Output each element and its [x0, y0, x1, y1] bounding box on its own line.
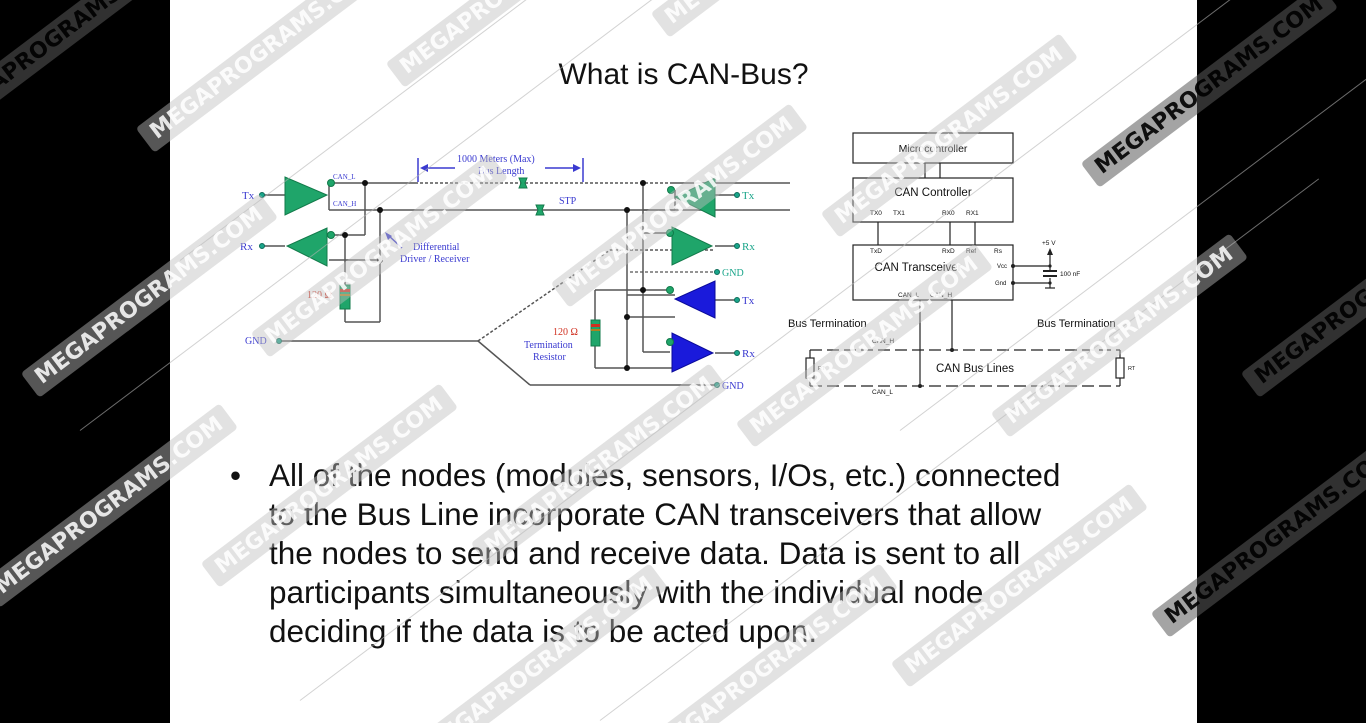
bus-termination-right-label: Bus Termination	[1037, 318, 1116, 330]
label-diff-1: Differential	[413, 242, 460, 253]
pin-rs: Rs	[994, 248, 1003, 255]
pin-rx0: RX0	[942, 210, 955, 217]
label-rx-right-top: Rx	[742, 241, 755, 253]
label-tx-right-top: Tx	[742, 190, 755, 202]
right-termination-resistor	[1115, 357, 1125, 379]
can-physical-layer-diagram: Tx Rx CAN_L CAN_H 1000 Meters (Max) Bus …	[240, 154, 790, 392]
label-can-l: CAN_L	[333, 173, 356, 181]
left-termination-resistor	[805, 357, 815, 379]
left-resistor	[339, 284, 351, 310]
pin-tx1: TX1	[893, 210, 905, 217]
slide: What is CAN-Bus?	[170, 0, 1197, 723]
label-gnd-left: GND	[245, 336, 267, 347]
bullet-text: All of the nodes (modules, sensors, I/Os…	[269, 457, 1061, 649]
can-bus-lines-label: CAN Bus Lines	[936, 363, 1014, 375]
supply-label: +5 V	[1042, 240, 1056, 247]
pin-rx1: RX1	[966, 210, 979, 217]
label-bus-length-2: Bus Length	[478, 166, 524, 177]
bus-termination-left-label: Bus Termination	[788, 318, 867, 330]
right-rx-blue-receiver-triangle	[671, 332, 715, 373]
label-termination-1: Termination	[524, 340, 573, 351]
can-controller-label: CAN Controller	[894, 187, 971, 199]
bullet-marker: •	[230, 457, 242, 493]
rt-right-label: RT	[1128, 366, 1136, 372]
arrow-pointer-icon	[385, 232, 392, 240]
watermark-text: MEGAPROGRAMS.COM	[1240, 193, 1366, 398]
label-termination-2: Resistor	[533, 352, 566, 363]
label-resistor-right: 120 Ω	[553, 327, 578, 338]
microcontroller-label: Microcontroller	[899, 143, 968, 155]
label-rx-right-bottom: Rx	[742, 348, 755, 360]
can-l-label: CAN_L	[872, 389, 893, 396]
bus-pin-can-l: CAN_L	[898, 292, 919, 299]
left-rx-receiver-triangle	[285, 227, 328, 267]
pin-txd: TxD	[870, 248, 882, 255]
pin-ref: Ref	[966, 248, 976, 255]
arrow-left-icon	[420, 164, 428, 172]
right-termination-resistor	[590, 319, 601, 347]
label-resistor-left: 120 Ω	[307, 290, 332, 301]
pin-vcc: Vcc	[997, 264, 1007, 270]
right-tx-driver-triangle	[673, 177, 716, 218]
can-node-block-diagram: Microcontroller CAN Controller TX0 TX1 R…	[788, 132, 1136, 396]
label-stp: STP	[559, 196, 577, 207]
right-rx-receiver-triangle	[671, 226, 714, 266]
left-tx-driver-triangle	[284, 176, 329, 216]
label-can-h: CAN_H	[333, 200, 356, 208]
pin-rxd: RxD	[942, 248, 955, 255]
pin-tx0: TX0	[870, 210, 882, 217]
bus-pin-can-h: CAN_H	[930, 292, 952, 299]
label-rx-left: Rx	[240, 241, 253, 253]
arrow-right-icon	[573, 164, 581, 172]
label-diff-2: Driver / Receiver	[400, 254, 470, 265]
slide-title: What is CAN-Bus?	[558, 58, 809, 91]
label-bus-length-1: 1000 Meters (Max)	[457, 154, 535, 165]
capacitor-label: 100 nF	[1060, 271, 1080, 278]
rt-left-label: RT	[818, 366, 826, 372]
supply-arrow-icon	[1047, 248, 1053, 255]
label-gnd-right-bottom: GND	[722, 381, 744, 392]
label-tx-left: Tx	[242, 190, 255, 202]
label-gnd-right-top: GND	[722, 268, 744, 279]
label-tx-right-bottom: Tx	[742, 295, 755, 307]
right-tx-blue-driver-triangle	[673, 280, 716, 319]
watermark-text: MEGAPROGRAMS.COM	[0, 0, 188, 138]
pin-gnd: Gnd	[995, 281, 1006, 287]
can-transceiver-label: CAN Transceiver	[875, 262, 962, 274]
can-h-label: CAN_H	[872, 338, 894, 345]
